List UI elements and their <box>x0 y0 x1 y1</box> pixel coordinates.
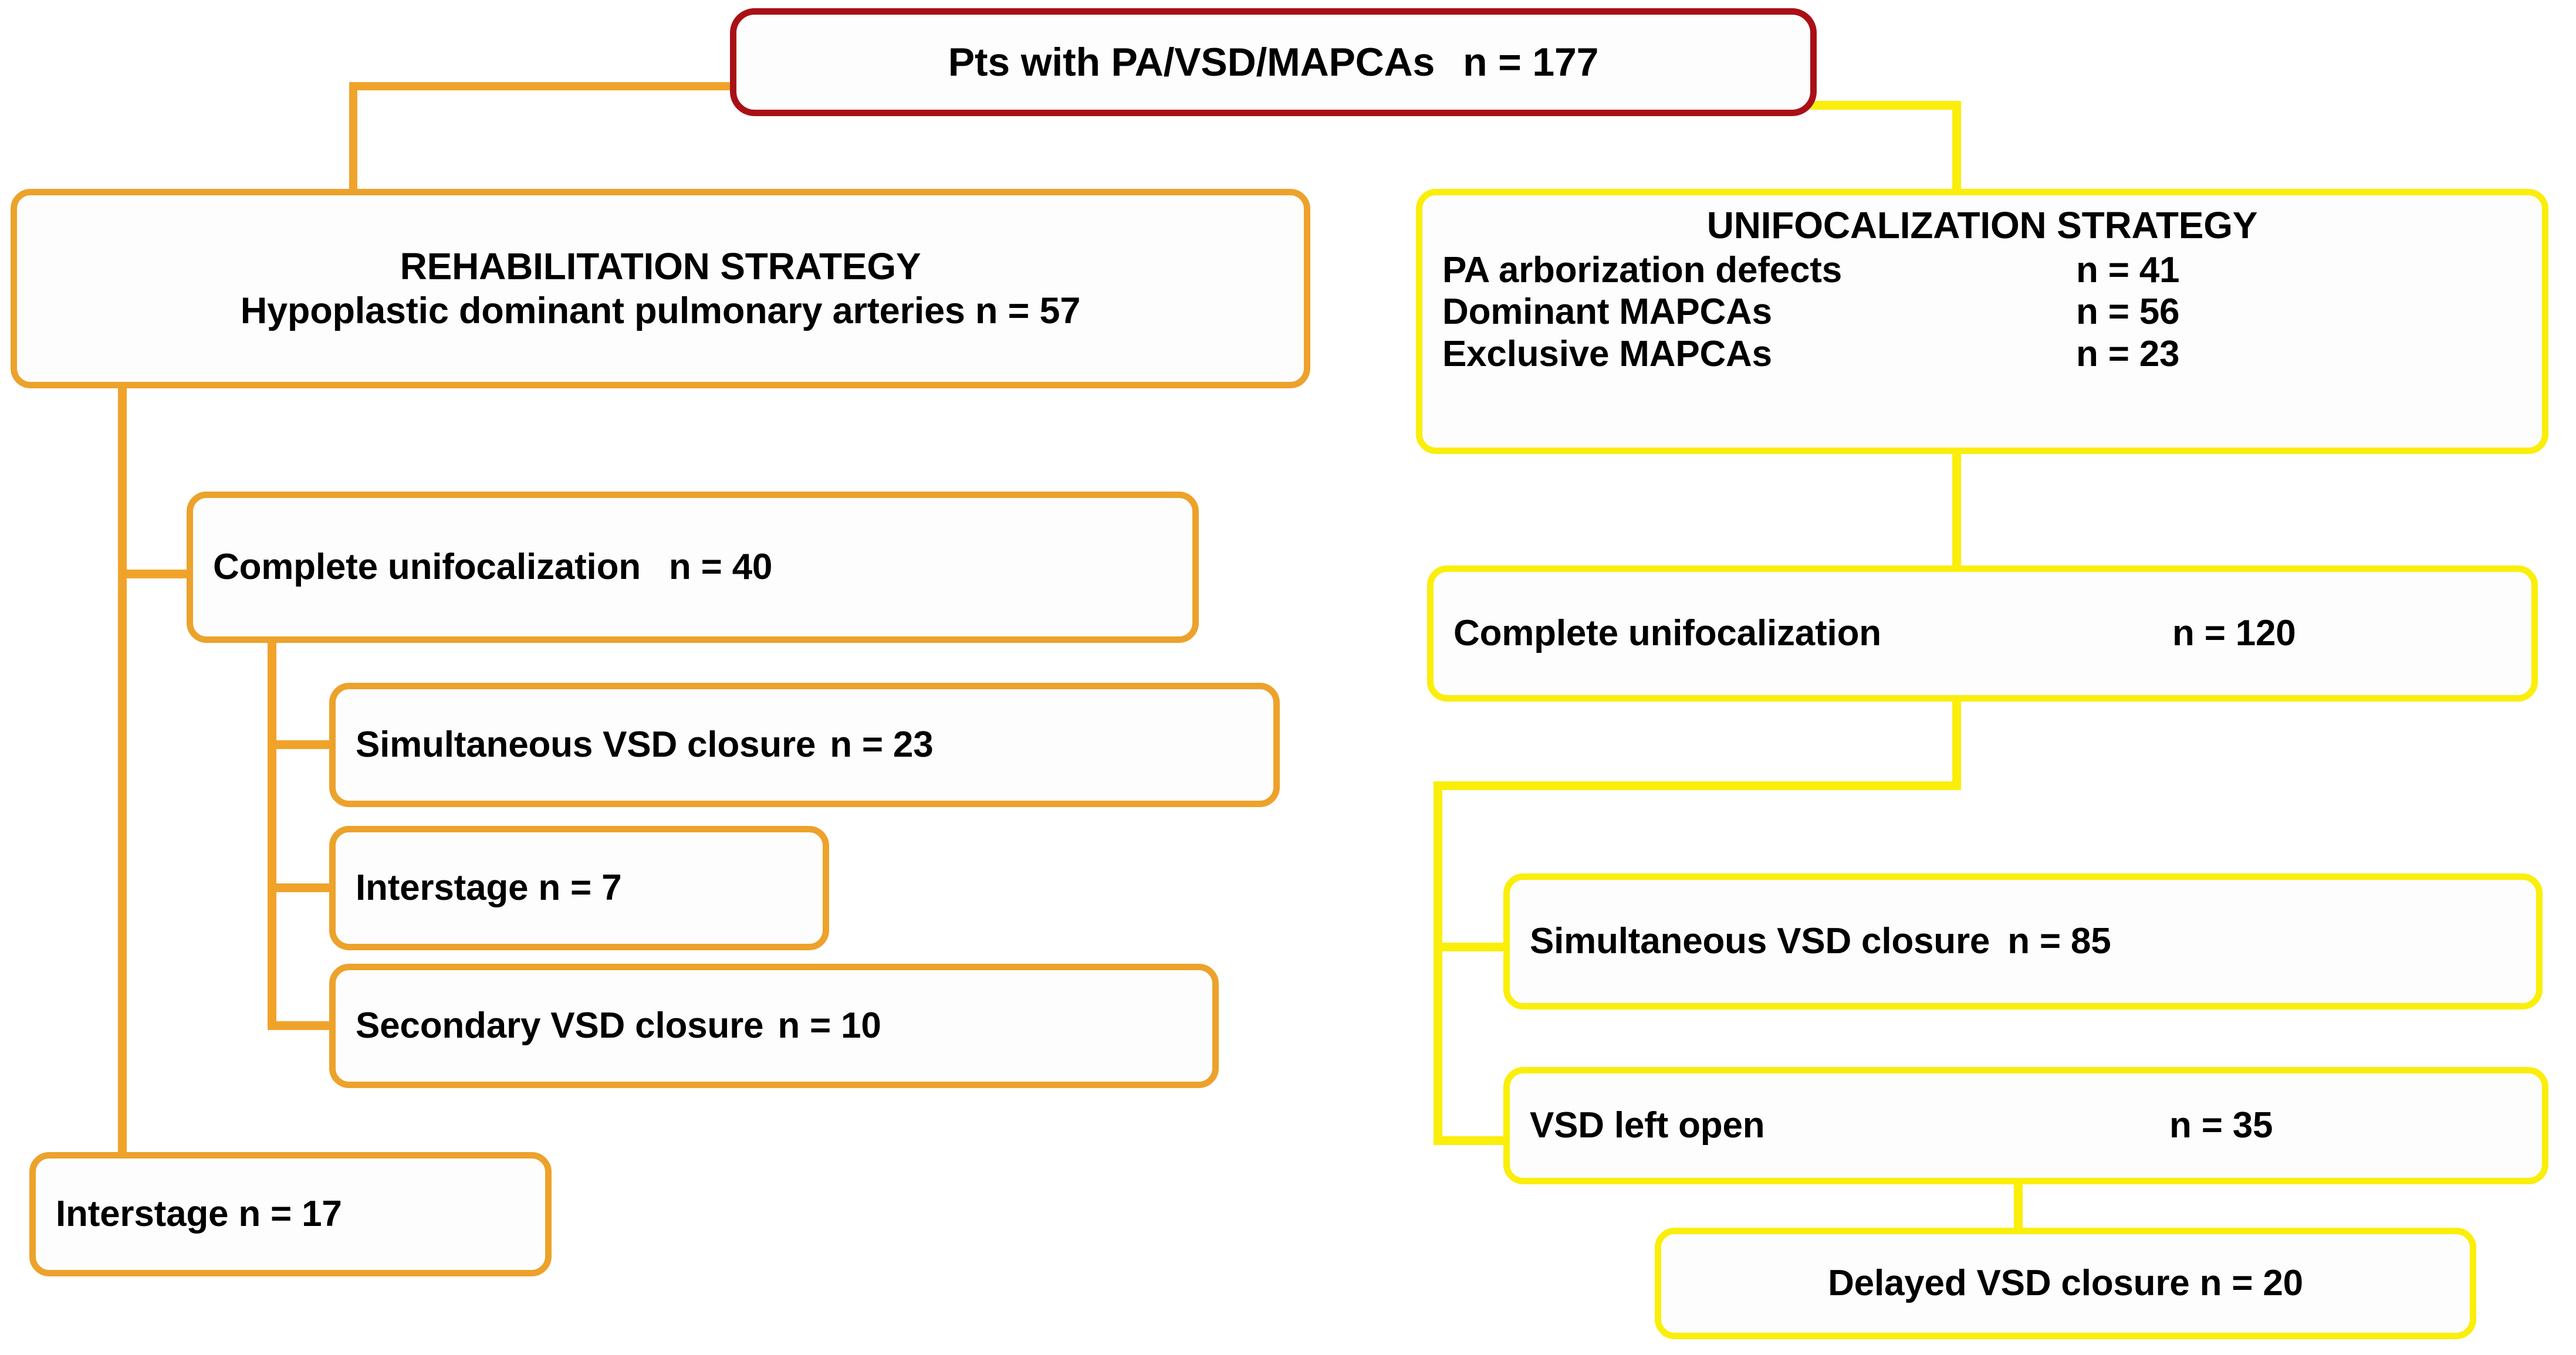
unifoc-vsd-left-open-count: n = 35 <box>2169 1105 2273 1146</box>
connector-complete-unifoc-elbow <box>1434 781 1961 790</box>
connector-unifoc-right-spine <box>1434 781 1442 1145</box>
connector-unifoc-to-complete-unifoc <box>1952 449 1961 569</box>
connector-rehab-to-complete-unifoc <box>118 570 195 578</box>
connector-rehab-spine <box>118 387 127 1160</box>
connector-complete-unifoc-down <box>1952 699 1961 790</box>
node-rehab-secondary-vsd-closure[interactable]: Secondary VSD closure n = 10 <box>329 964 1219 1088</box>
root-label: Pts with PA/VSD/MAPCAs <box>948 39 1435 84</box>
unifoc-complete-unifoc-count: n = 120 <box>2172 613 2296 654</box>
connector-unifoc-stub-secondary <box>268 1021 338 1030</box>
unifoc-row-0-count: n = 41 <box>2076 249 2180 290</box>
node-rehab-simultaneous-vsd-closure[interactable]: Simultaneous VSD closure n = 23 <box>329 683 1280 807</box>
unifoc-row-2: Exclusive MAPCAs n = 23 <box>1442 333 2522 375</box>
rehab-subtitle: Hypoplastic dominant pulmonary arteries … <box>240 290 1081 331</box>
rehab-simultaneous-vsd-label: Simultaneous VSD closure <box>356 724 816 765</box>
rehab-complete-unifoc-label: Complete unifocalization <box>213 547 641 588</box>
unifoc-title: UNIFOCALIZATION STRATEGY <box>1706 204 2258 246</box>
node-rehab-complete-unifocalization[interactable]: Complete unifocalization n = 40 <box>187 492 1199 643</box>
unifoc-row-2-count: n = 23 <box>2076 334 2180 375</box>
unifoc-row-2-label: Exclusive MAPCAs <box>1442 334 1772 375</box>
unifoc-row-1: Dominant MAPCAs n = 56 <box>1442 291 2522 333</box>
node-rehab-interstage-17[interactable]: Interstage n = 17 <box>29 1152 552 1276</box>
rehab-secondary-vsd-count: n = 10 <box>777 1005 881 1046</box>
connector-unifoc-stub-vsd-left-open <box>1434 1136 1511 1145</box>
connector-root-to-unifoc-vertical <box>1952 101 1961 195</box>
unifoc-row-1-label: Dominant MAPCAs <box>1442 292 1772 333</box>
rehab-interstage-17-label: Interstage n = 17 <box>56 1194 342 1235</box>
connector-unifoc-stub-simultaneous <box>268 740 338 749</box>
connector-unifoc-stub-interstage7 <box>268 883 338 892</box>
unifoc-row-0-label: PA arborization defects <box>1442 249 1842 290</box>
connector-unifoc-stub-simultaneous85 <box>1434 943 1511 951</box>
unifoc-delayed-vsd-label: Delayed VSD closure n = 20 <box>1828 1263 2303 1304</box>
rehab-title: REHABILITATION STRATEGY <box>400 245 921 288</box>
connector-vsd-left-open-to-delayed <box>2014 1180 2023 1233</box>
node-rehabilitation-strategy[interactable]: REHABILITATION STRATEGY Hypoplastic domi… <box>11 189 1310 388</box>
root-count: n = 177 <box>1463 39 1599 84</box>
connector-root-to-rehab-horizontal <box>349 82 739 90</box>
node-unifoc-delayed-vsd-closure[interactable]: Delayed VSD closure n = 20 <box>1655 1228 2476 1339</box>
unifoc-row-0: PA arborization defects n = 41 <box>1442 249 2522 292</box>
node-root-patients[interactable]: Pts with PA/VSD/MAPCAs n = 177 <box>730 8 1817 116</box>
unifoc-row-1-count: n = 56 <box>2076 292 2180 333</box>
connector-root-to-unifoc-horizontal <box>1810 101 1960 110</box>
node-rehab-interstage-7[interactable]: Interstage n = 7 <box>329 826 829 950</box>
connector-complete-unifoc-spine <box>268 643 276 1030</box>
node-unifoc-simultaneous-vsd-closure[interactable]: Simultaneous VSD closure n = 85 <box>1503 873 2543 1010</box>
node-unifocalization-strategy[interactable]: UNIFOCALIZATION STRATEGY PA arborization… <box>1416 189 2548 454</box>
unifoc-vsd-left-open-label: VSD left open <box>1530 1105 1765 1146</box>
connector-root-to-rehab-vertical <box>349 82 357 194</box>
node-unifoc-vsd-left-open[interactable]: VSD left open n = 35 <box>1503 1067 2548 1184</box>
unifoc-simultaneous-vsd-count: n = 85 <box>2007 921 2111 962</box>
node-unifoc-complete-unifocalization[interactable]: Complete unifocalization n = 120 <box>1427 565 2538 702</box>
rehab-secondary-vsd-label: Secondary VSD closure <box>356 1005 764 1046</box>
unifoc-complete-unifoc-label: Complete unifocalization <box>1453 613 1881 654</box>
rehab-complete-unifoc-count: n = 40 <box>668 547 773 588</box>
unifoc-simultaneous-vsd-label: Simultaneous VSD closure <box>1530 921 1990 962</box>
rehab-simultaneous-vsd-count: n = 23 <box>830 724 934 765</box>
rehab-interstage-7-label: Interstage n = 7 <box>356 868 622 909</box>
